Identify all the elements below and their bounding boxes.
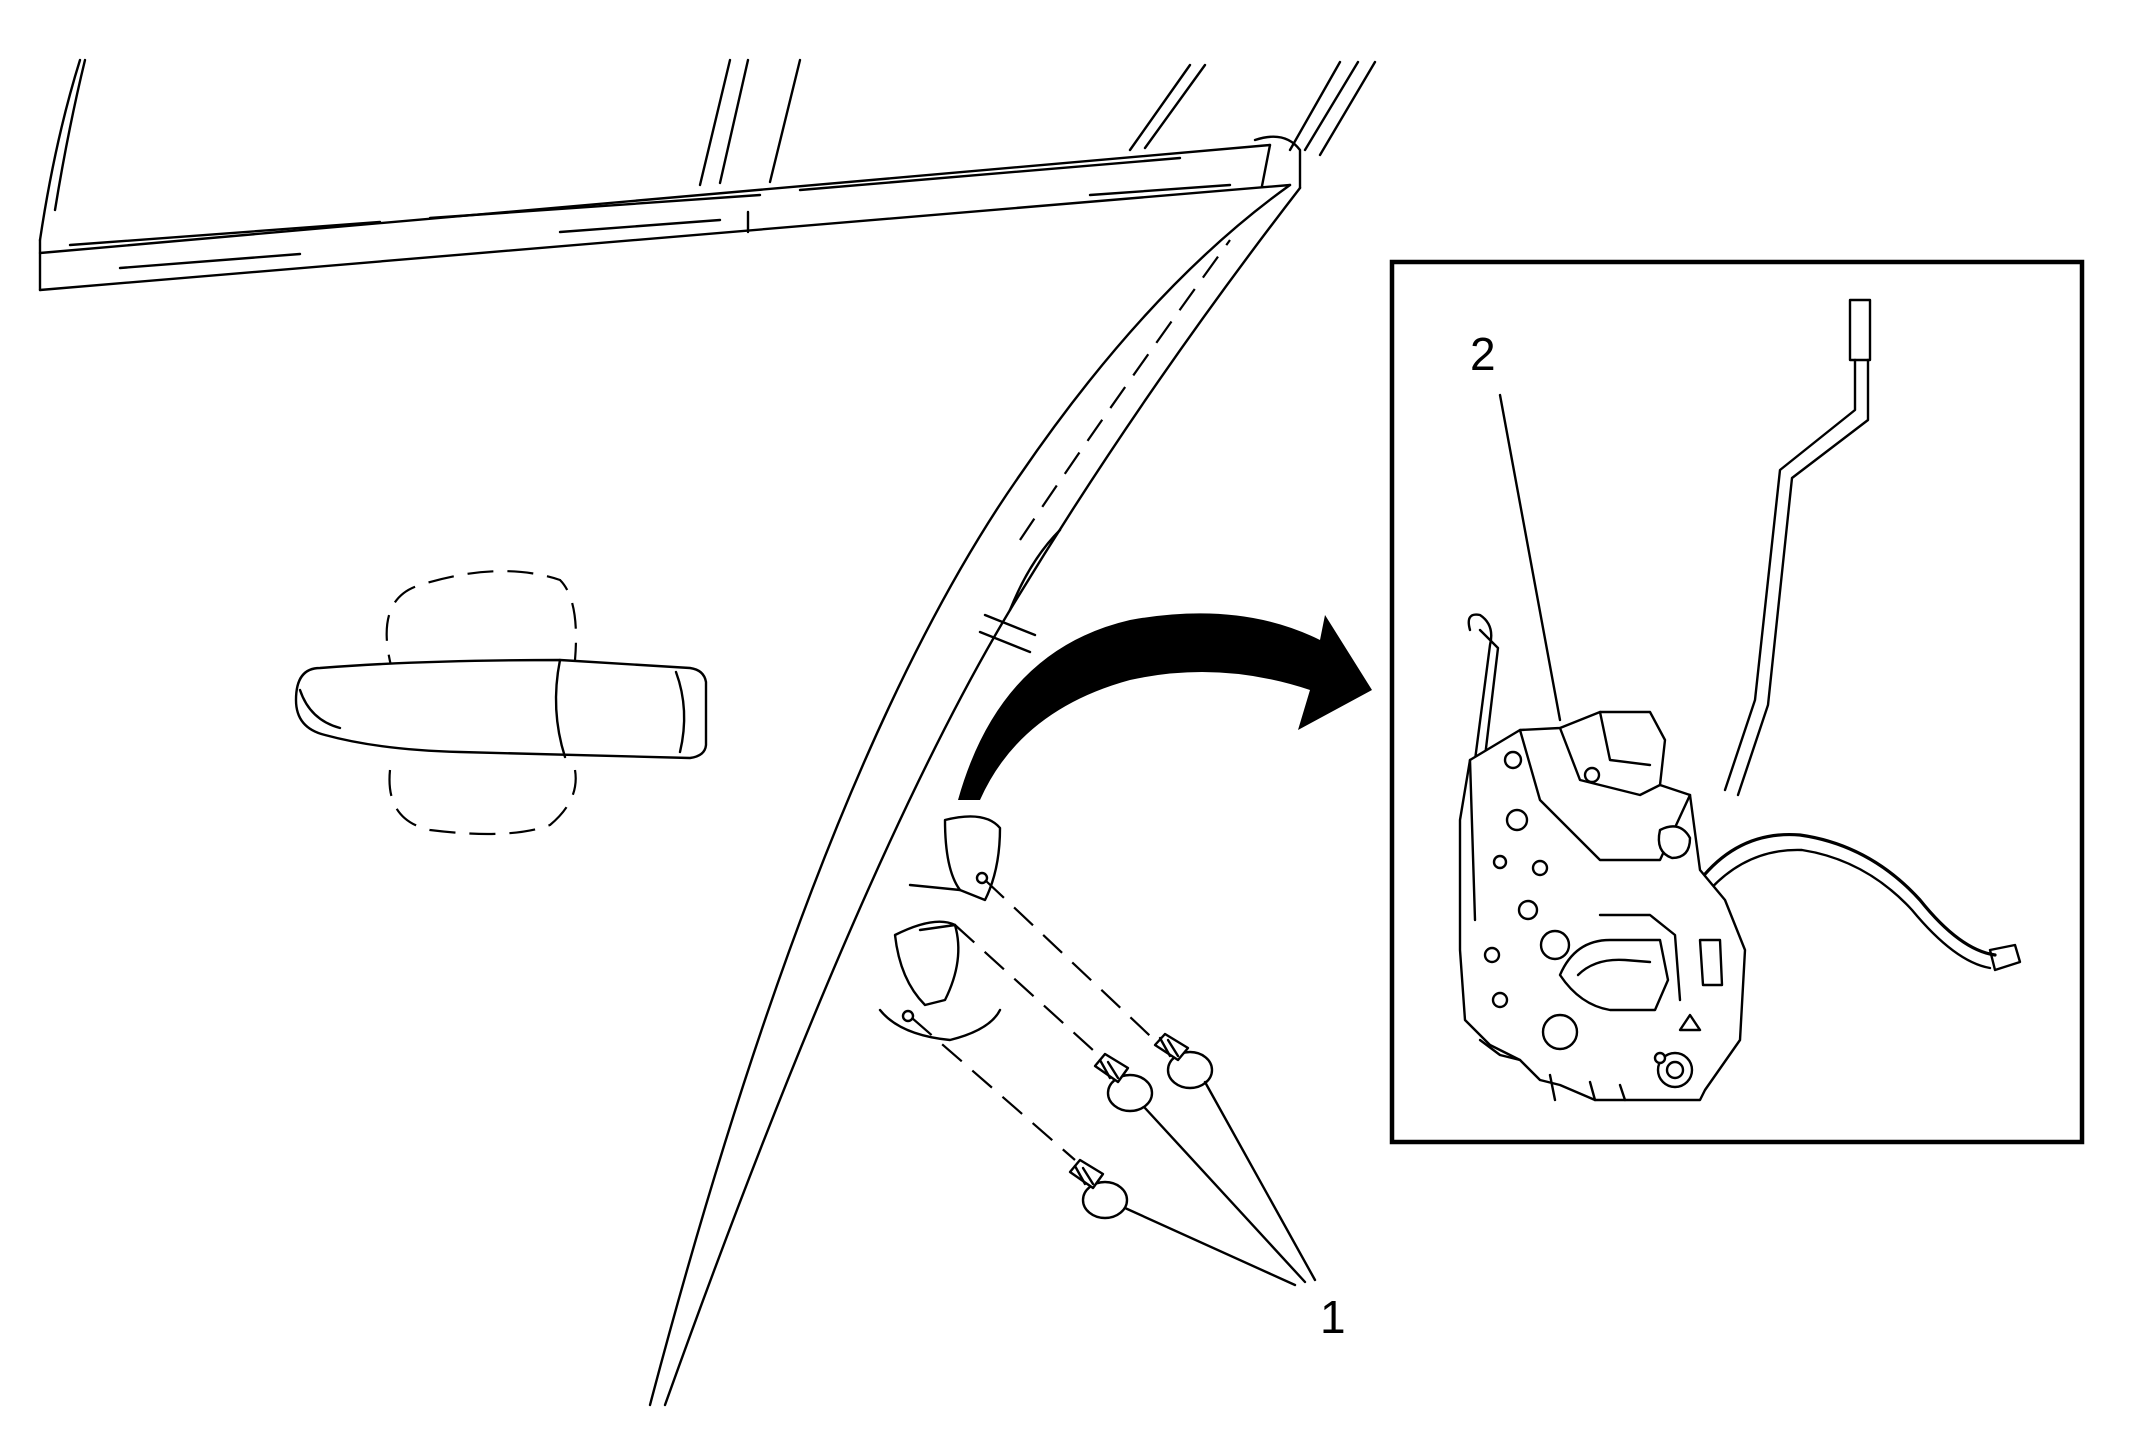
- door-belt-molding: [38, 135, 1302, 292]
- door-lock-assembly: [1458, 710, 1747, 1102]
- actuator-cable: [1698, 832, 2022, 972]
- door-latch-opening: [878, 815, 1002, 1042]
- lock-rod-left: [1467, 613, 1500, 767]
- detail-arrow: [958, 613, 1372, 800]
- callout-2-label: 2: [1470, 328, 1496, 380]
- callout-1-leaders: [1123, 1080, 1317, 1287]
- fastener-install-paths: [911, 879, 1166, 1161]
- outside-door-handle: [294, 570, 708, 836]
- window-frame-posts: [38, 58, 1377, 242]
- lock-rod-upper: [1723, 298, 1872, 797]
- fastener-screw-2: [1093, 1052, 1154, 1113]
- door-rear-edge: [648, 183, 1302, 1407]
- callout-1-label: 1: [1320, 1291, 1346, 1343]
- fastener-screw-1: [1153, 1032, 1214, 1090]
- fastener-screw-3: [1068, 1158, 1129, 1220]
- callout-2-leader: [1498, 393, 1562, 722]
